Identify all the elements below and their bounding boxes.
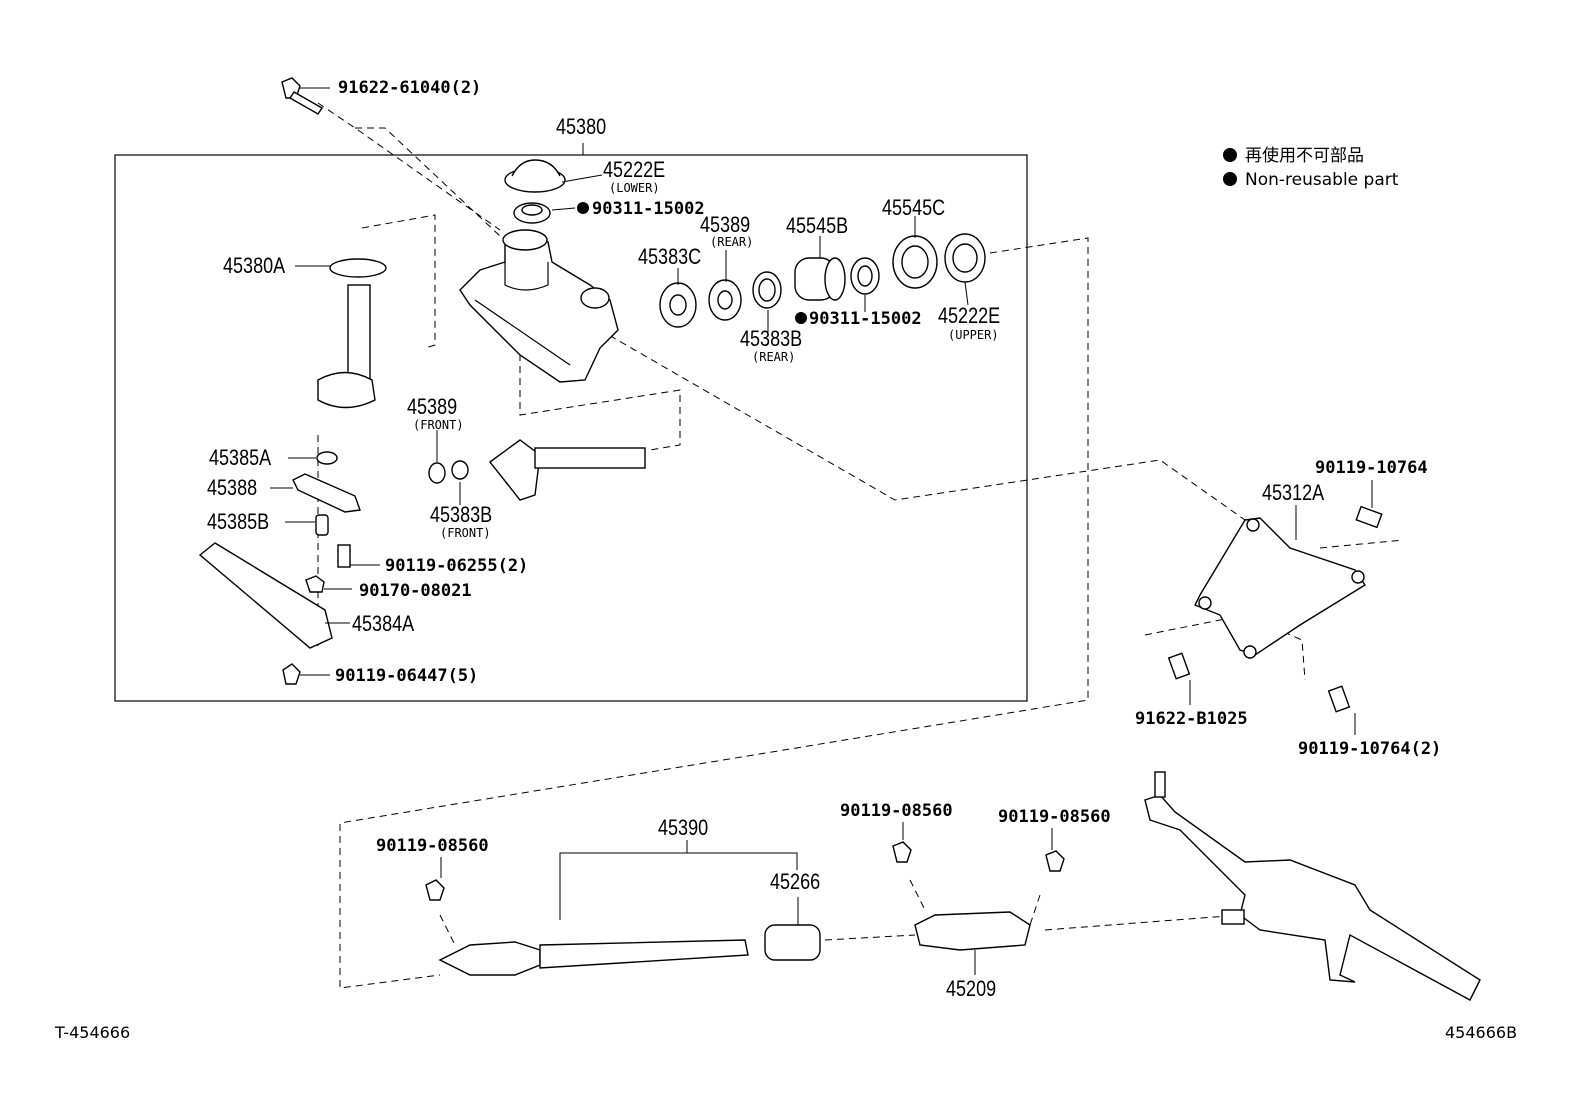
label-90119-10764-b: 90119-10764(2)	[1298, 739, 1441, 759]
plate-45388-icon	[292, 473, 361, 513]
bolt-90119-08560-b-icon	[892, 841, 912, 863]
label-91622-B1025: 91622-B1025	[1135, 709, 1248, 729]
bracket-45312A-icon	[1194, 517, 1366, 659]
nut-90170-08021-icon	[305, 575, 325, 593]
footer-right-code: 454666B	[1445, 1023, 1517, 1042]
label-45209: 45209	[946, 977, 996, 1001]
label-45383C: 45383C	[638, 245, 701, 269]
gear-housing-icon	[459, 229, 619, 383]
bolt-90119-06447-icon	[282, 663, 301, 685]
label-90119-08560-c: 90119-08560	[998, 807, 1111, 827]
label-91622-61040: 91622-61040(2)	[338, 78, 481, 98]
legend-japanese-text: 再使用不可部品	[1245, 145, 1364, 166]
spring-45383B-front-icon	[451, 460, 469, 480]
label-45385B: 45385B	[207, 510, 269, 534]
legend-bullet-2	[1223, 172, 1237, 186]
label-45312A: 45312A	[1262, 481, 1325, 505]
label-90119-10764-a: 90119-10764	[1315, 458, 1428, 478]
locknut-45545C-icon	[892, 235, 938, 289]
bolt-91622-61040-icon	[281, 77, 323, 115]
label-45389-front-note: (FRONT)	[413, 418, 464, 432]
non-reusable-bullet-b	[795, 312, 807, 324]
legend-bullet-1	[1223, 148, 1237, 162]
label-45380: 45380	[556, 115, 606, 139]
seal-90311-15002-upper-icon	[850, 257, 880, 295]
bolt-90119-08560-c-icon	[1045, 850, 1065, 872]
label-45545B: 45545B	[786, 214, 848, 238]
nut-45545B-icon	[794, 257, 846, 301]
input-shaft-45380A-icon	[317, 258, 387, 409]
label-45222E-lower-note: (LOWER)	[609, 181, 660, 195]
label-90311-15002-a: 90311-15002	[592, 199, 705, 219]
label-90119-06255: 90119-06255(2)	[385, 556, 528, 576]
pinion-shaft-icon	[489, 439, 646, 501]
label-45383B-rear-note: (REAR)	[752, 350, 795, 364]
label-45389-front: 45389	[407, 395, 457, 419]
cover-45384A-icon	[198, 542, 333, 649]
label-45390: 45390	[658, 816, 708, 840]
label-45385A: 45385A	[209, 446, 272, 470]
footer-left-code: T-454666	[54, 1023, 130, 1042]
legend-non-reusable-text: Non-reusable part	[1245, 170, 1399, 190]
label-45545C: 45545C	[882, 196, 945, 220]
spacer-45389-rear-icon	[708, 279, 742, 321]
label-45389-rear-note: (REAR)	[710, 235, 753, 249]
bolt-90119-08560-a-icon	[425, 879, 445, 901]
bolt-90119-10764-b-icon	[1327, 685, 1351, 713]
seal-90311-15002-lower-icon	[513, 202, 551, 224]
spacer-45389-front-icon	[428, 462, 446, 484]
sleeve-45266-icon	[764, 924, 821, 961]
label-90170-08021: 90170-08021	[359, 581, 472, 601]
bolt-90119-10764-a-icon	[1355, 505, 1383, 529]
label-45222E-upper-note: (UPPER)	[948, 328, 999, 342]
label-45384A: 45384A	[352, 612, 415, 636]
label-45222E-upper: 45222E	[938, 304, 1000, 328]
cap-45222E-upper-icon	[944, 233, 986, 283]
label-45266: 45266	[770, 870, 820, 894]
label-90119-08560-a: 90119-08560	[376, 836, 489, 856]
label-45222E-lower: 45222E	[603, 158, 665, 182]
spring-45383B-rear-icon	[752, 271, 782, 309]
leader-lines	[270, 87, 1373, 975]
label-45380A: 45380A	[223, 254, 286, 278]
label-90119-06447: 90119-06447(5)	[335, 666, 478, 686]
label-90311-15002-b: 90311-15002	[809, 309, 922, 329]
label-45389-rear: 45389	[700, 213, 750, 237]
cap-45222E-lower-icon	[504, 159, 566, 193]
screw-45385B-icon	[315, 514, 329, 536]
label-45383B-rear: 45383B	[740, 327, 802, 351]
bearing-45383C-icon	[659, 282, 697, 328]
plug-45385A-icon	[316, 451, 338, 465]
assembly-box-45380	[114, 154, 1028, 702]
bolt-90119-06255-icon	[337, 544, 351, 568]
non-reusable-bullet-a	[577, 202, 589, 214]
label-45383B-front: 45383B	[430, 503, 492, 527]
label-45388: 45388	[207, 476, 257, 500]
intermediate-shaft-45390-icon	[438, 939, 749, 976]
universal-joint-45209-icon	[914, 911, 1031, 951]
steering-rack-icon	[1144, 771, 1481, 1001]
bolt-91622-B1025-icon	[1167, 652, 1191, 680]
label-90119-08560-b: 90119-08560	[840, 801, 953, 821]
label-45383B-front-note: (FRONT)	[440, 526, 491, 540]
